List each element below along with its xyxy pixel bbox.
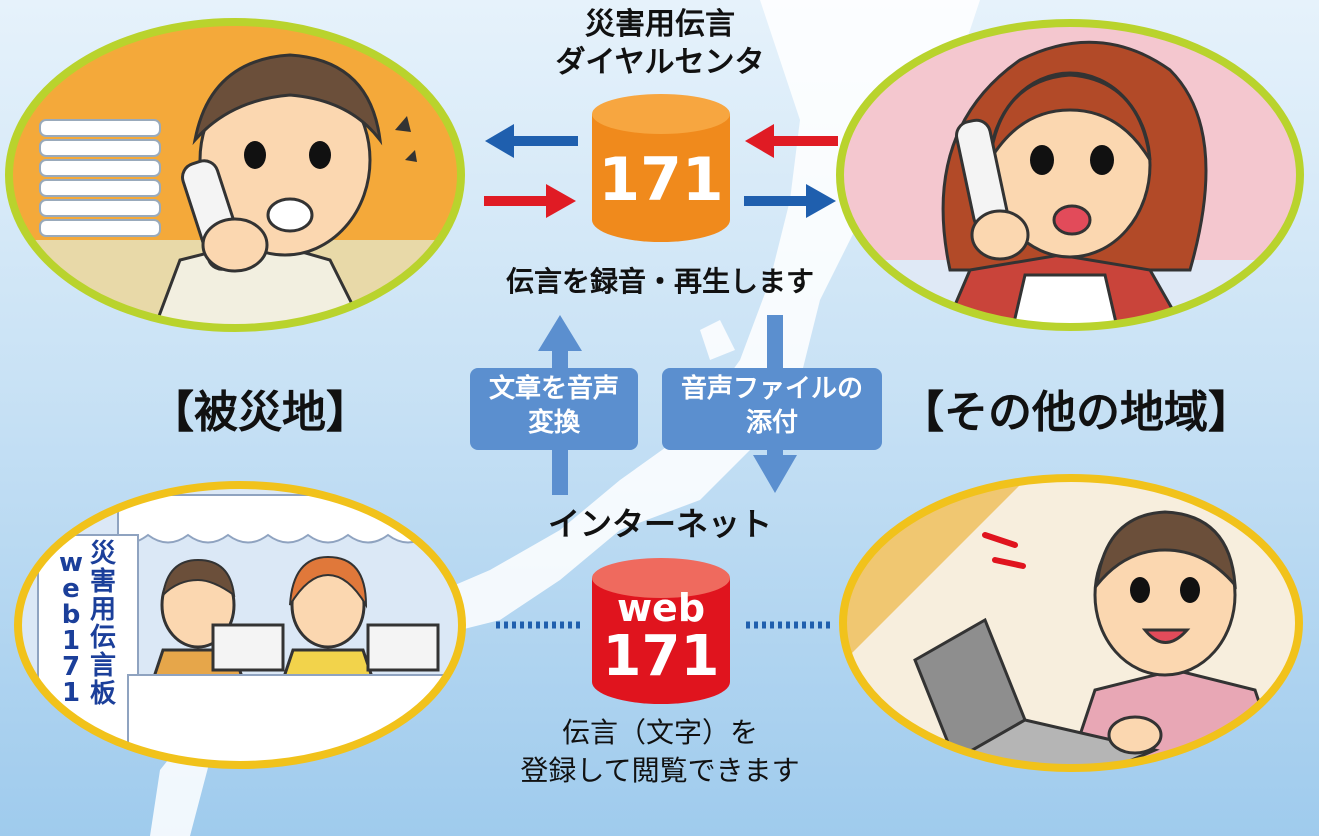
web-number: 171 xyxy=(602,624,720,689)
box-line: 文章を音声 xyxy=(488,374,619,404)
board-char: w xyxy=(58,548,84,578)
arrow-left-red xyxy=(745,124,838,158)
dotted-connector-left xyxy=(496,621,582,629)
board-char: 板 xyxy=(89,679,116,709)
title-line-2: ダイヤルセンタ xyxy=(555,45,765,80)
board-char: 災 xyxy=(89,539,116,569)
board-char: 害 xyxy=(89,567,116,597)
dotted-connector-right xyxy=(746,621,832,629)
record-playback-caption: 伝言を録音・再生します xyxy=(505,265,814,298)
arrows-right xyxy=(744,124,838,218)
board-column-web171: w e b 1 7 1 xyxy=(56,550,86,706)
arrow-left-blue xyxy=(485,124,578,158)
web-caption: 伝言（文字）を 登録して閲覧できます xyxy=(470,714,850,790)
web-caption-line-1: 伝言（文字）を xyxy=(561,716,758,749)
dial-171-cylinder: 171 xyxy=(588,92,734,244)
web-label: web xyxy=(616,586,706,630)
region-label-disaster-area: 【被災地】 xyxy=(150,387,370,438)
board-char: 1 xyxy=(61,678,81,708)
region-label-other-regions: 【その他の地域】 xyxy=(900,387,1252,438)
caller-other-region-illustration xyxy=(836,19,1304,331)
arrow-right-blue xyxy=(744,184,836,218)
arrow-right-red xyxy=(484,184,576,218)
board-sign: w e b 1 7 1 災 害 用 伝 言 板 xyxy=(54,540,134,730)
cylinder-shape xyxy=(592,94,730,242)
box-line: 音声ファイルの xyxy=(680,374,863,404)
caller-disaster-area-illustration xyxy=(5,18,465,332)
board-char: b xyxy=(61,600,81,630)
board-char: e xyxy=(62,574,80,604)
board-char: 言 xyxy=(89,651,116,681)
web171-cylinder: web 171 xyxy=(588,556,734,706)
board-char: 7 xyxy=(61,652,81,682)
board-char: 伝 xyxy=(89,623,116,653)
internet-label: インターネット xyxy=(547,505,772,543)
board-char: 用 xyxy=(89,595,116,625)
box-line: 添付 xyxy=(745,408,798,438)
arrows-left xyxy=(484,124,578,218)
board-column-title: 災 害 用 伝 言 板 xyxy=(88,540,118,708)
laptop-user-illustration xyxy=(839,474,1303,772)
board-char: 1 xyxy=(61,626,81,656)
message-dial-center-title: 災害用伝言 ダイヤルセンタ xyxy=(470,6,850,82)
box-line: 変換 xyxy=(527,408,580,438)
title-line-1: 災害用伝言 xyxy=(585,7,735,42)
cylinder-shape xyxy=(592,558,730,704)
dial-number: 171 xyxy=(598,145,724,215)
audio-attachment-box: 音声ファイルの 添付 xyxy=(662,368,882,450)
web-caption-line-2: 登録して閲覧できます xyxy=(520,754,800,787)
text-to-speech-box: 文章を音声 変換 xyxy=(470,368,638,450)
web171-booth-illustration xyxy=(14,481,466,769)
